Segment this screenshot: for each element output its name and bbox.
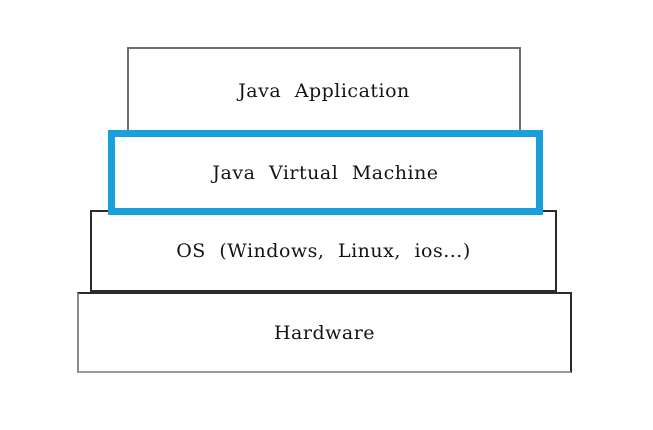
layer-box-operating-system: OS (Windows, Linux, ios...) <box>90 210 557 292</box>
layer-label-operating-system: OS (Windows, Linux, ios...) <box>176 240 471 262</box>
layer-box-java-application: Java Application <box>127 47 521 133</box>
layer-box-hardware: Hardware <box>77 292 572 373</box>
layer-label-java-virtual-machine: Java Virtual Machine <box>212 161 439 184</box>
layer-label-hardware: Hardware <box>273 321 376 344</box>
layer-box-java-virtual-machine-highlighted: Java Virtual Machine <box>108 130 543 215</box>
layer-label-java-application: Java Application <box>238 80 410 102</box>
